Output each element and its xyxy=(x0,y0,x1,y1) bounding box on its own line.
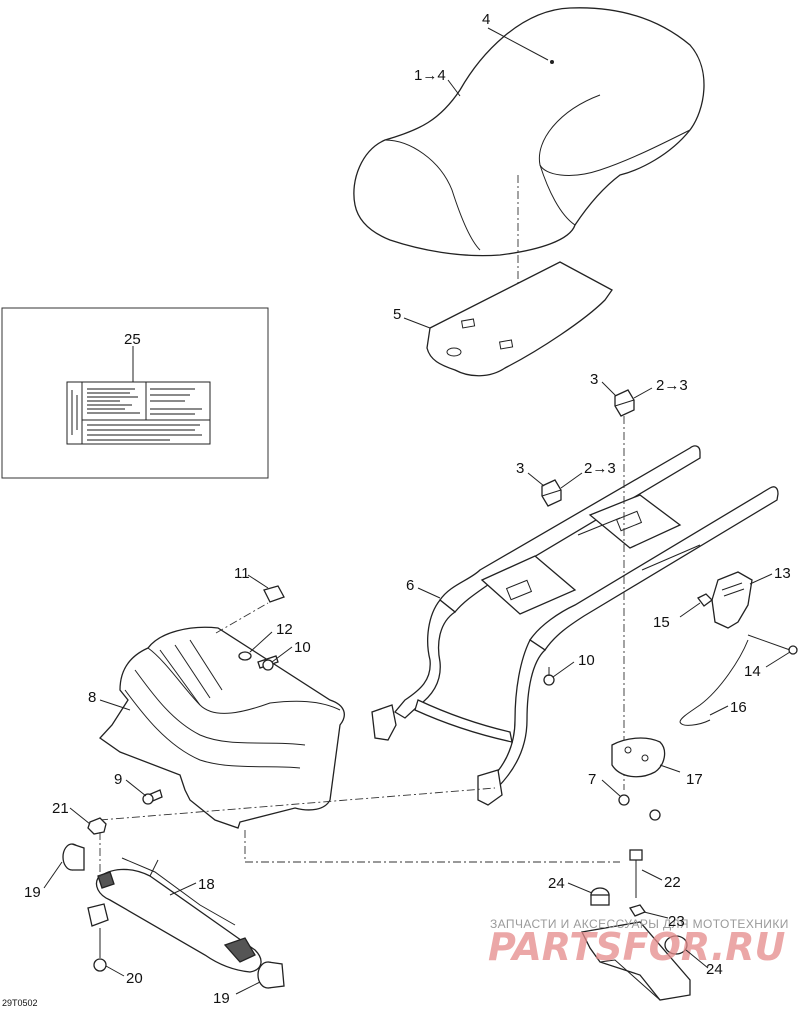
rear-bumper-part xyxy=(99,626,345,829)
callout-1-to-4: 1→4 xyxy=(414,67,446,84)
callout-5: 5 xyxy=(393,306,401,323)
callout-10-right: 10 xyxy=(578,652,595,669)
bumper-cap-upper xyxy=(62,843,85,871)
spring-nut-upper xyxy=(614,389,635,417)
screw-part-7 xyxy=(618,794,661,821)
watermark-brand: PARTSFOR.RU xyxy=(488,925,786,969)
callout-23: 23 xyxy=(668,913,685,930)
callout-2-to-3-lower: 2→3 xyxy=(584,460,616,477)
watermark-subtitle: ЗАПЧАСТИ И АКСЕССУАРЫ ДЛЯ МОТОТЕХНИКИ xyxy=(490,917,789,931)
nut-part-21 xyxy=(87,817,107,835)
callout-8: 8 xyxy=(88,689,96,706)
callout-9: 9 xyxy=(114,771,122,788)
spring-nut-lower xyxy=(541,479,562,507)
bolt-part-10-left xyxy=(257,655,279,671)
callout-22: 22 xyxy=(664,874,681,891)
mount-bracket-part xyxy=(581,921,691,1001)
callout-20: 20 xyxy=(126,970,143,987)
label-inset-box xyxy=(1,307,269,479)
cable-part-16 xyxy=(679,639,749,726)
callout-19-lower: 19 xyxy=(213,990,230,1007)
pin-part-14 xyxy=(747,634,798,655)
callout-6: 6 xyxy=(406,577,414,594)
callout-10-left: 10 xyxy=(294,639,311,656)
bumper-pad-part-24-lower xyxy=(664,935,688,955)
callout-labels: 4 1→4 5 25 3 2→3 3 2→3 6 11 12 10 10 8 9… xyxy=(24,11,791,1007)
bolt-part-20 xyxy=(93,928,107,972)
rear-tube-part-18 xyxy=(95,857,262,973)
callout-16: 16 xyxy=(730,699,747,716)
callout-13: 13 xyxy=(774,565,791,582)
callout-14: 14 xyxy=(744,663,761,680)
bolt-part-10-right xyxy=(543,667,555,686)
bolt-part-22 xyxy=(629,849,643,898)
washer-part xyxy=(238,651,252,661)
callout-7: 7 xyxy=(588,771,596,788)
rubber-pad-part xyxy=(263,585,285,603)
seat-frame-part xyxy=(371,445,779,806)
seat-part xyxy=(353,7,705,257)
callout-15: 15 xyxy=(653,614,670,631)
nut-part-23 xyxy=(628,904,647,917)
latch-part xyxy=(711,571,753,629)
seat-base-part xyxy=(426,261,613,377)
callout-24-upper: 24 xyxy=(548,875,565,892)
callout-25: 25 xyxy=(124,331,141,348)
callout-17: 17 xyxy=(686,771,703,788)
bolt-part-9 xyxy=(142,789,163,805)
label-text-lines xyxy=(71,388,202,441)
callout-3-lower: 3 xyxy=(516,460,524,477)
callout-11: 11 xyxy=(234,565,250,582)
callout-21: 21 xyxy=(52,800,69,817)
callout-12: 12 xyxy=(276,621,293,638)
drawing-reference: 29T0502 xyxy=(2,998,38,1008)
callout-19-upper: 19 xyxy=(24,884,41,901)
watermark: ЗАПЧАСТИ И АКСЕССУАРЫ ДЛЯ МОТОТЕХНИКИ PA… xyxy=(488,917,789,969)
leader-lines xyxy=(43,27,791,995)
bumper-cap-lower xyxy=(257,961,285,989)
bumper-pad-part-24-upper xyxy=(590,887,610,906)
callout-24-lower: 24 xyxy=(706,961,723,978)
callout-4: 4 xyxy=(482,11,490,28)
callout-3-upper: 3 xyxy=(590,371,598,388)
callout-18: 18 xyxy=(198,876,215,893)
nut-part-15 xyxy=(697,593,713,607)
callout-2-to-3-upper: 2→3 xyxy=(656,377,688,394)
latch-plate-part xyxy=(611,737,666,778)
clip-part xyxy=(87,903,109,927)
